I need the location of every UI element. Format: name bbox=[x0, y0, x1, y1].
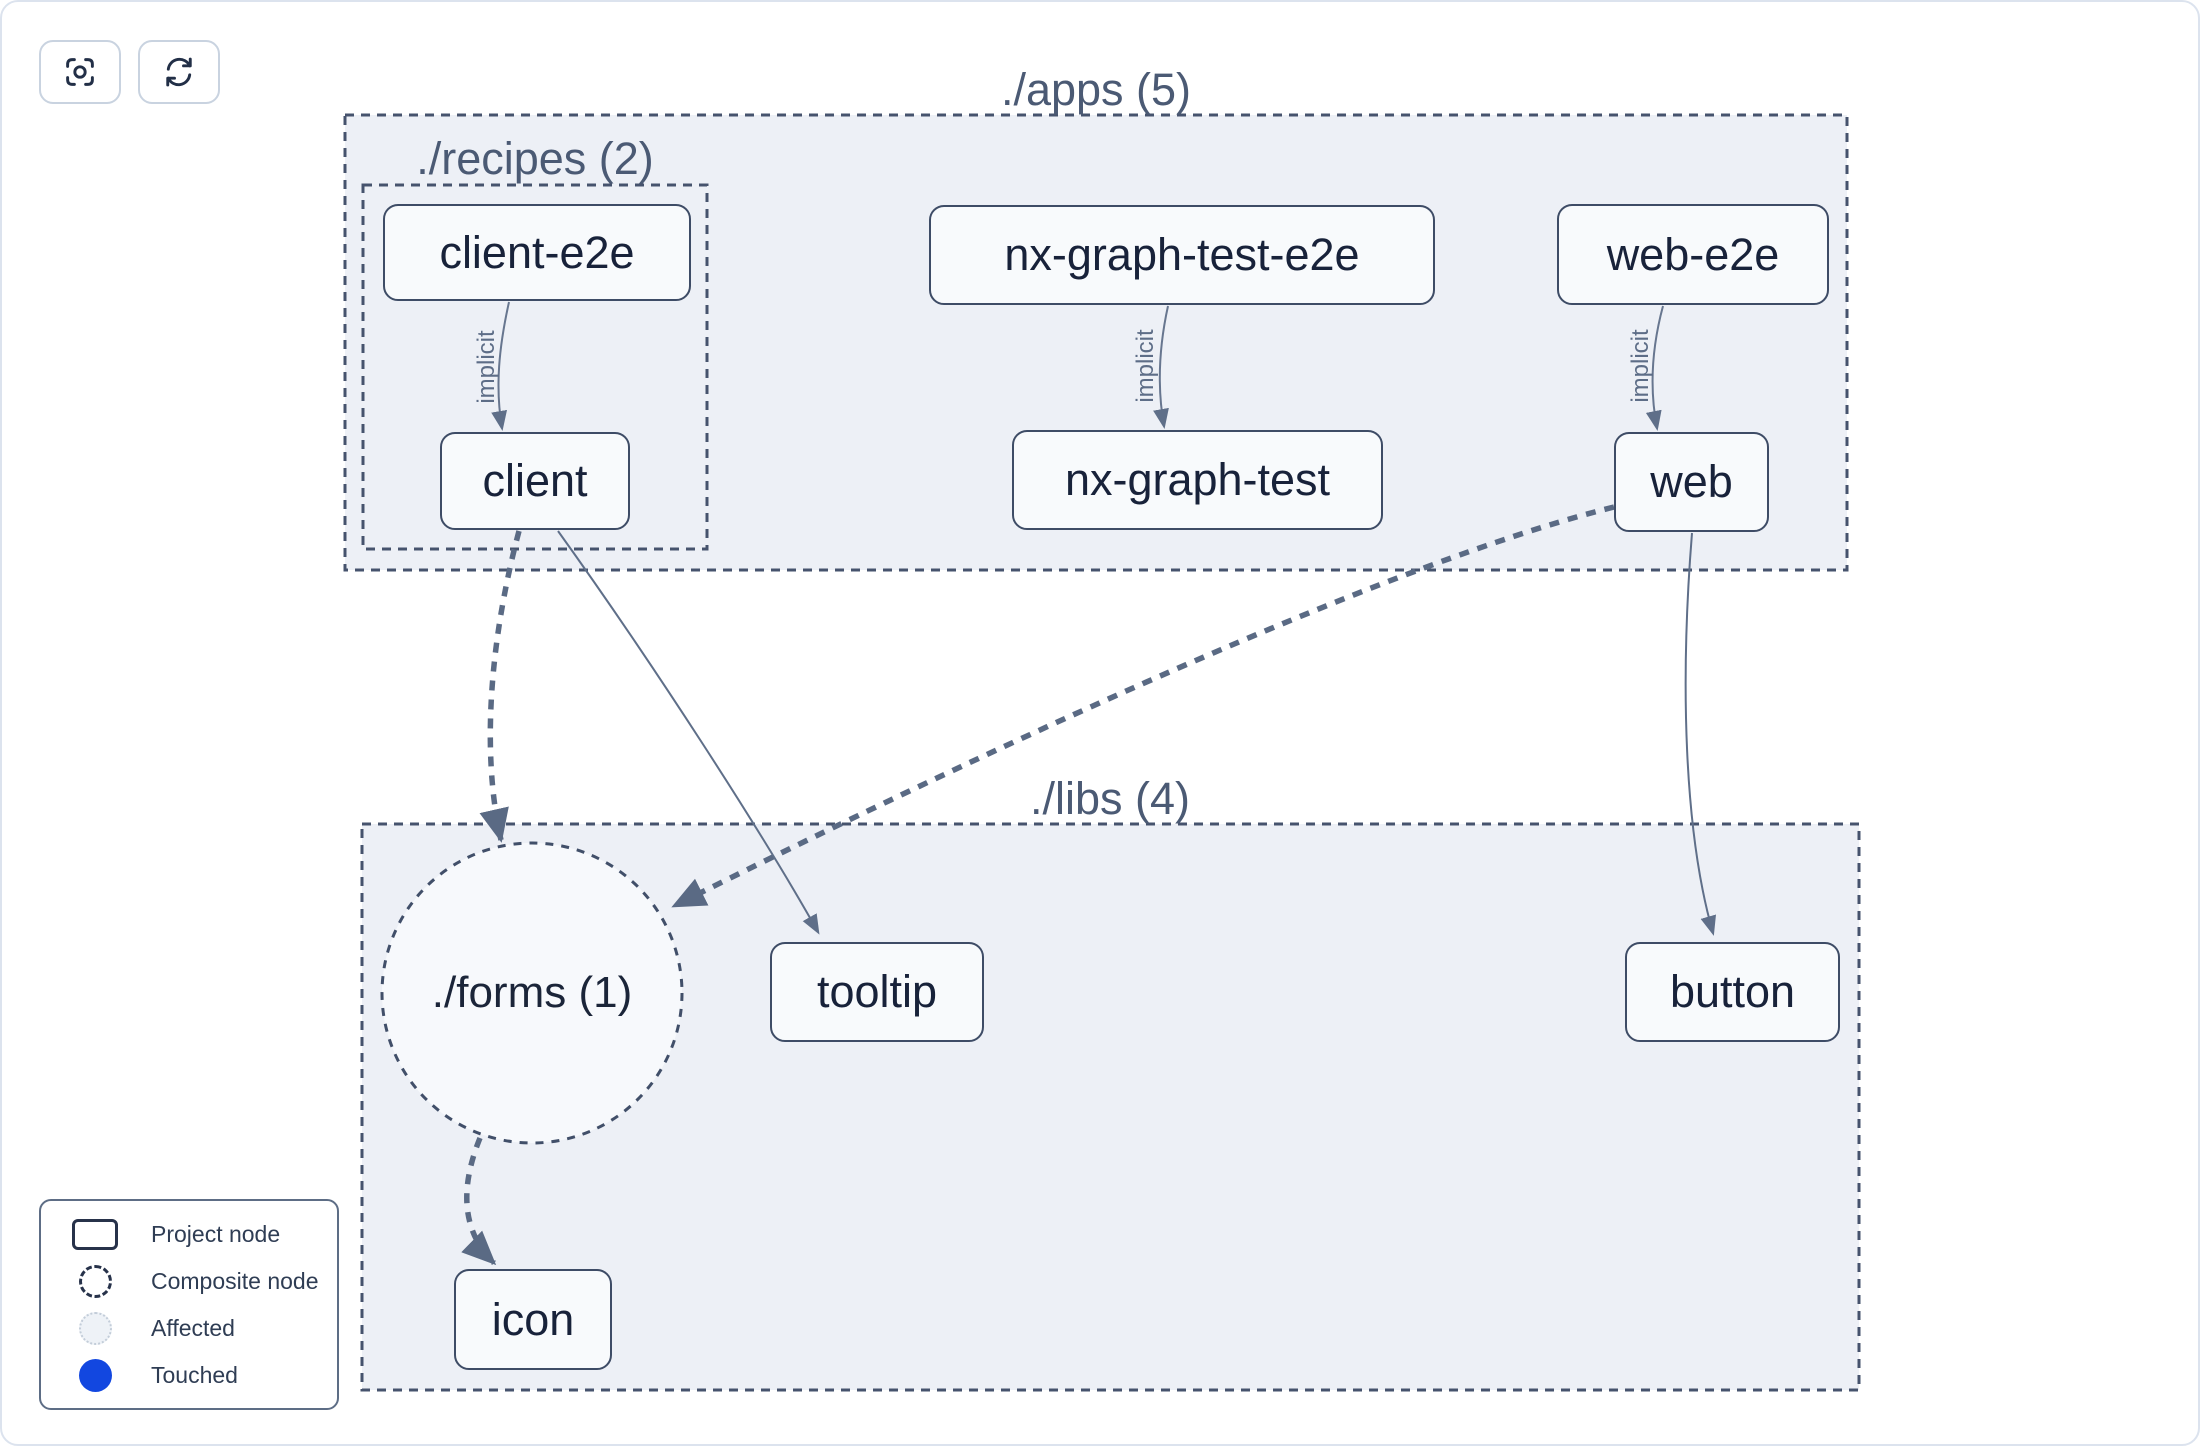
project-node-tooltip[interactable]: tooltip bbox=[770, 942, 984, 1042]
group-container-recipes bbox=[361, 183, 709, 551]
composite-node-forms-label[interactable]: ./forms (1) bbox=[431, 968, 633, 1017]
legend: Project node Composite node Affected Tou… bbox=[39, 1199, 339, 1410]
legend-item-affected: Affected bbox=[65, 1311, 337, 1345]
focus-crosshair-icon bbox=[66, 58, 94, 86]
edge-web-e2e-to-web bbox=[1645, 305, 1664, 431]
legend-label: Touched bbox=[151, 1361, 238, 1388]
project-node-client[interactable]: client bbox=[440, 432, 630, 530]
project-node-button[interactable]: button bbox=[1625, 942, 1840, 1042]
legend-label: Composite node bbox=[151, 1267, 319, 1294]
edge-label-implicit: implicit bbox=[1132, 329, 1159, 403]
project-node-nx-graph-test[interactable]: nx-graph-test bbox=[1012, 430, 1383, 530]
composite-node-forms-circle[interactable] bbox=[380, 841, 684, 1145]
edge-client-to-forms bbox=[479, 530, 522, 843]
edge-nx-graph-test-e2e-to-nx-graph-test bbox=[1153, 305, 1169, 429]
legend-item-composite-node: Composite node bbox=[65, 1264, 337, 1298]
edge-label-implicit: implicit bbox=[1627, 329, 1654, 403]
legend-item-touched: Touched bbox=[65, 1358, 337, 1392]
refresh-icon bbox=[166, 57, 192, 87]
project-node-web-e2e[interactable]: web-e2e bbox=[1557, 204, 1829, 305]
edge-forms-to-icon bbox=[461, 1136, 497, 1266]
edge-client-to-tooltip bbox=[557, 530, 820, 935]
refresh-graph-button[interactable] bbox=[138, 40, 220, 104]
group-label-libs: ./libs (4) bbox=[1029, 773, 1191, 824]
edge-web-to-button bbox=[1684, 532, 1717, 936]
focus-graph-button[interactable] bbox=[39, 40, 121, 104]
touched-swatch-icon bbox=[78, 1358, 112, 1392]
composite-node-swatch-icon bbox=[78, 1264, 112, 1298]
project-node-nx-graph-test-e2e[interactable]: nx-graph-test-e2e bbox=[929, 205, 1435, 305]
legend-label: Project node bbox=[151, 1220, 281, 1247]
project-node-web[interactable]: web bbox=[1614, 432, 1769, 532]
edge-client-e2e-to-client bbox=[491, 301, 510, 431]
project-node-swatch-icon bbox=[72, 1218, 118, 1250]
project-node-client-e2e[interactable]: client-e2e bbox=[383, 204, 691, 301]
group-label-apps: ./apps (5) bbox=[1000, 64, 1192, 115]
edge-web-to-forms bbox=[671, 504, 1615, 909]
project-node-icon[interactable]: icon bbox=[454, 1269, 612, 1370]
edge-label-implicit: implicit bbox=[473, 330, 500, 404]
legend-label: Affected bbox=[151, 1314, 235, 1341]
legend-item-project-node: Project node bbox=[65, 1218, 337, 1251]
group-label-recipes: ./recipes (2) bbox=[416, 133, 654, 184]
affected-swatch-icon bbox=[78, 1311, 112, 1345]
